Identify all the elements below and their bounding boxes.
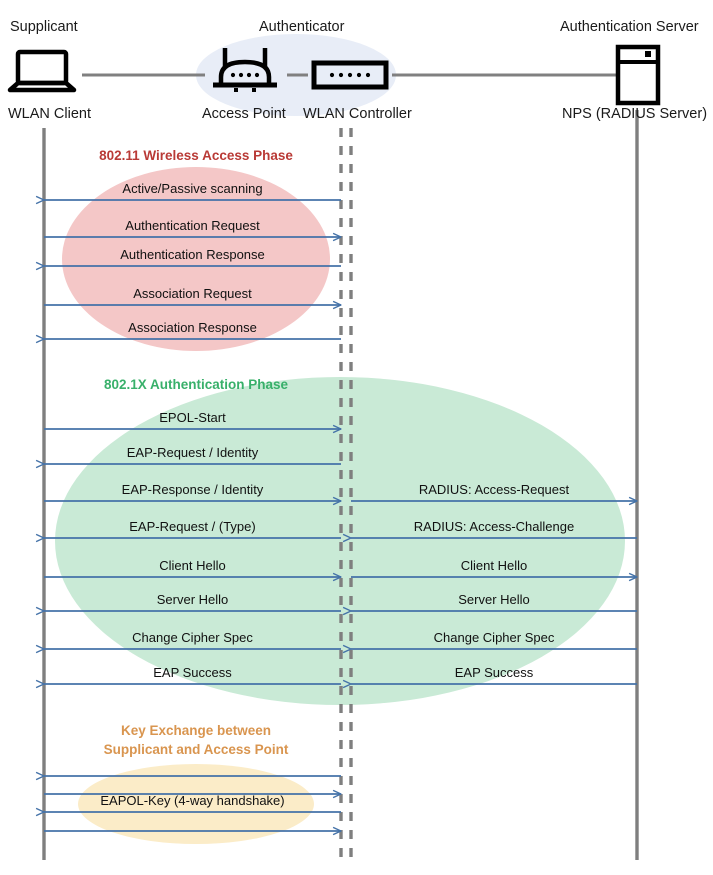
message-label: Change Cipher Spec	[132, 630, 253, 645]
phase-title-key-exchange: Key Exchange between Supplicant and Acce…	[56, 721, 336, 759]
message-label: Server Hello	[156, 592, 229, 607]
message-label: EAP-Request / (Type)	[129, 519, 256, 534]
actor-role-auth-server: Authentication Server	[560, 19, 699, 35]
phase-title-wireless-access: 802.11 Wireless Access Phase	[99, 148, 293, 163]
message-label: Authentication Response	[120, 247, 265, 262]
message-label: Authentication Request	[125, 218, 260, 233]
message-label: Server Hello	[458, 592, 530, 607]
actor-device-wlan-controller: WLAN Controller	[303, 106, 412, 122]
message-label: EAP Success	[454, 665, 534, 680]
phase-title-key-exchange-line2: Supplicant and Access Point	[103, 742, 289, 757]
access-point-icon	[213, 48, 277, 92]
message-label: Client Hello	[159, 558, 226, 573]
message-label: Association Request	[133, 286, 252, 301]
actor-role-supplicant: Supplicant	[10, 19, 78, 35]
wlan-controller-icon	[311, 60, 389, 90]
message-label: EAP-Response / Identity	[121, 482, 264, 497]
server-rack-icon	[615, 44, 661, 106]
message-label: Association Response	[128, 320, 257, 335]
actor-device-wlan-client: WLAN Client	[8, 106, 91, 122]
phase-title-dot1x: 802.1X Authentication Phase	[103, 377, 289, 392]
message-label: EAP Success	[153, 665, 232, 680]
message-arrow-layer	[44, 200, 637, 831]
access-point-leds	[230, 72, 260, 78]
message-label: Change Cipher Spec	[433, 630, 555, 645]
dot1x-phase-ellipse	[55, 377, 625, 705]
phase-title-key-exchange-line1: Key Exchange between	[120, 723, 272, 738]
message-label: Client Hello	[460, 558, 528, 573]
message-label: RADIUS: Access-Challenge	[413, 519, 575, 534]
message-label: EPOL-Start	[159, 410, 226, 425]
actor-device-nps: NPS (RADIUS Server)	[562, 106, 708, 122]
message-label: Active/Passive scanning	[122, 181, 263, 196]
message-label: EAP-Request / Identity	[126, 445, 259, 460]
key-exchange-phase-ellipse	[78, 764, 314, 844]
actor-role-authenticator: Authenticator	[259, 19, 345, 35]
laptop-icon	[7, 49, 77, 93]
actor-device-access-point: Access Point	[202, 106, 286, 122]
message-label: EAPOL-Key (4-way handshake)	[100, 793, 285, 808]
message-label: RADIUS: Access-Request	[418, 482, 570, 497]
